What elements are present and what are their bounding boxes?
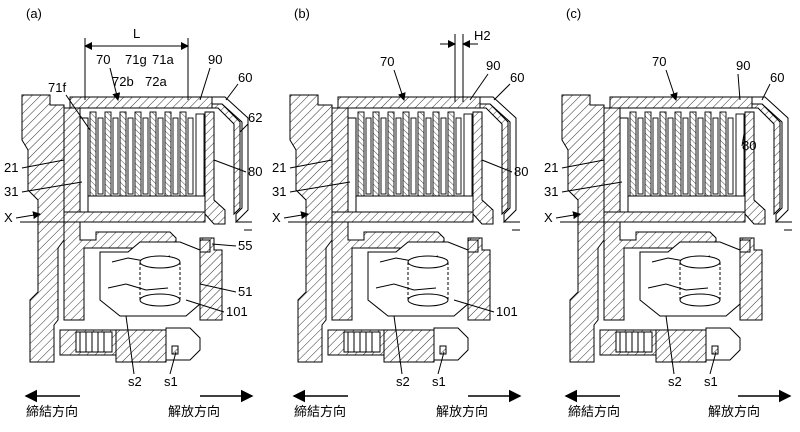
- label-engage-direction: 締結方向: [26, 404, 78, 420]
- label-71a: 71a: [152, 52, 174, 67]
- label-62: 62: [248, 110, 262, 125]
- label-70: 70: [652, 54, 666, 69]
- panel-a-section: [19, 94, 253, 363]
- label-31: 31: [4, 184, 18, 199]
- label-release-direction: 解放方向: [436, 404, 488, 420]
- label-s2: s2: [128, 374, 142, 389]
- label-release-direction: 解放方向: [168, 404, 220, 420]
- panel-b-section: [287, 94, 521, 363]
- panel-c-section: [559, 94, 793, 363]
- label-51: 51: [238, 284, 252, 299]
- label-s1: s1: [704, 374, 718, 389]
- label-101: 101: [226, 304, 248, 319]
- label-s1: s1: [432, 374, 446, 389]
- label-s2: s2: [668, 374, 682, 389]
- label-70: 70: [96, 52, 110, 67]
- label-X: X: [272, 210, 281, 225]
- label-60: 60: [238, 70, 252, 85]
- label-s2: s2: [396, 374, 410, 389]
- label-21: 21: [272, 160, 286, 175]
- label-80: 80: [514, 164, 528, 179]
- label-H2: H2: [474, 28, 491, 43]
- panel-c-tag: (c): [566, 6, 581, 21]
- label-release-direction: 解放方向: [708, 404, 760, 420]
- label-70: 70: [380, 54, 394, 69]
- label-31: 31: [544, 184, 558, 199]
- label-72a: 72a: [145, 74, 167, 89]
- label-72b: 72b: [112, 74, 134, 89]
- panel-b: (b) H2 70 90 60 21 31 80 X 101 s2 s1 締結方…: [272, 6, 528, 420]
- label-80: 80: [248, 164, 262, 179]
- label-31: 31: [272, 184, 286, 199]
- panel-a-tag: (a): [26, 6, 42, 21]
- panel-a: (a) L 70 71g 71a 72b 72a 71f 90 60 62 21…: [4, 6, 262, 420]
- label-101: 101: [496, 304, 518, 319]
- label-X: X: [4, 210, 13, 225]
- label-s1: s1: [164, 374, 178, 389]
- label-71g: 71g: [125, 52, 147, 67]
- label-80: 80: [742, 138, 756, 153]
- label-engage-direction: 締結方向: [568, 404, 620, 420]
- label-engage-direction: 締結方向: [294, 404, 346, 420]
- label-71f: 71f: [48, 80, 66, 95]
- label-60: 60: [770, 70, 784, 85]
- label-21: 21: [4, 160, 18, 175]
- panel-c: (c) 70 90 60 80 21 31 X s2 s1 締結方向 解放方向: [544, 6, 793, 420]
- label-90: 90: [736, 58, 750, 73]
- label-21: 21: [544, 160, 558, 175]
- label-55: 55: [238, 238, 252, 253]
- label-90: 90: [208, 52, 222, 67]
- label-90: 90: [486, 58, 500, 73]
- label-X: X: [544, 210, 553, 225]
- label-60: 60: [510, 70, 524, 85]
- label-L: L: [133, 26, 140, 41]
- panel-b-tag: (b): [294, 6, 310, 21]
